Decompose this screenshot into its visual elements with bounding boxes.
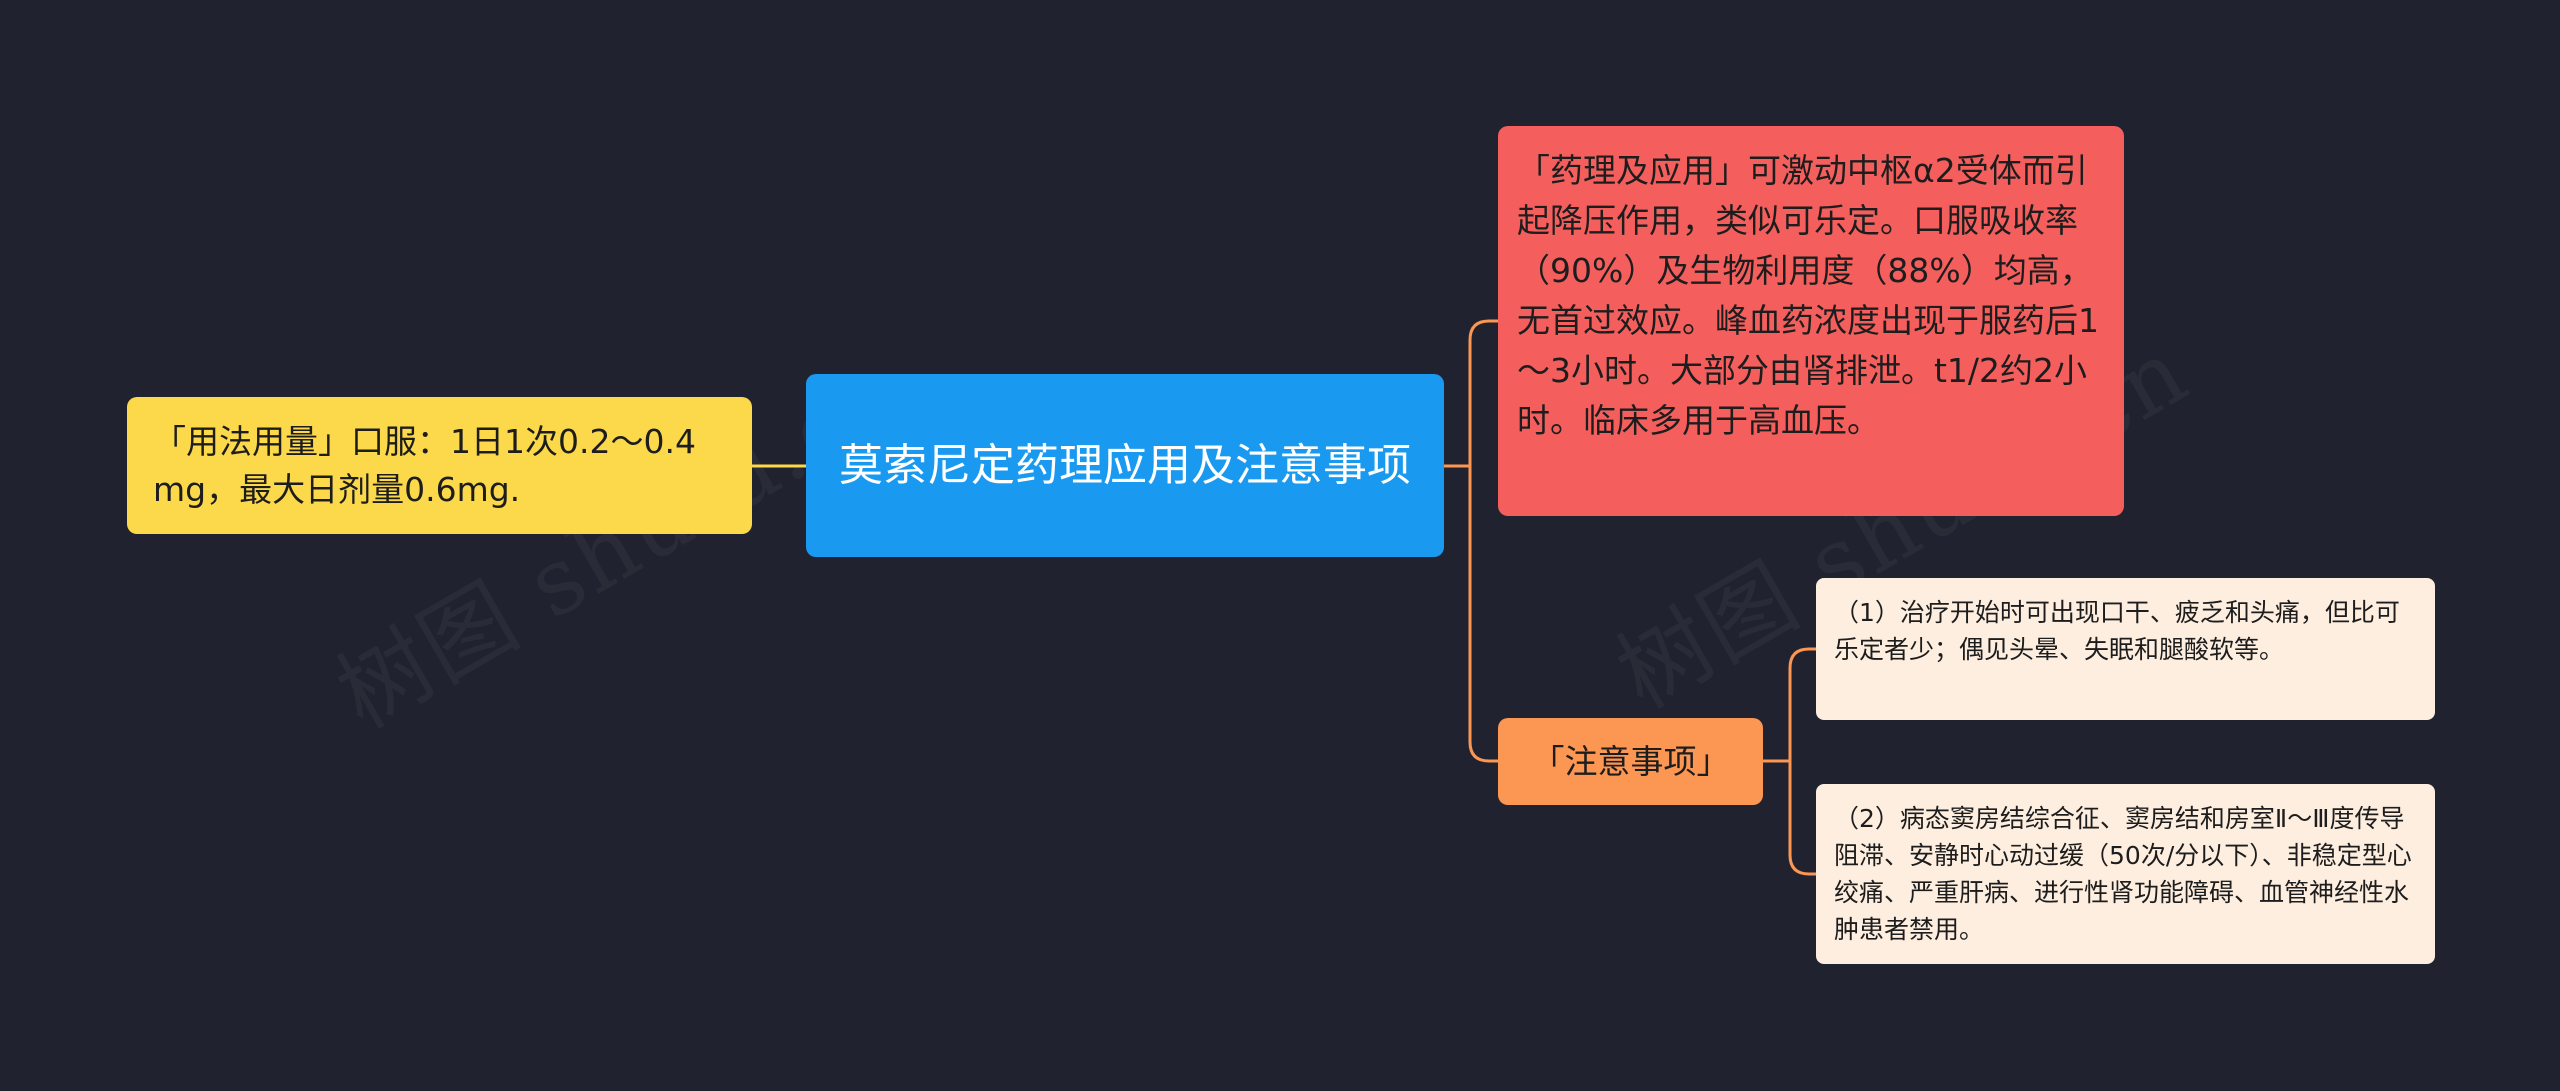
connector-to-pharmacology [1468, 319, 1498, 466]
dosage-topic-text: 「用法用量」口服：1日1次0.2～0.4mg，最大日剂量0.6mg. [153, 422, 696, 509]
precautions-topic[interactable]: 「注意事项」 [1498, 718, 1763, 805]
connector-to-leaf1 [1788, 647, 1816, 761]
precaution-item-2-text: （2）病态窦房结综合征、窦房结和房室Ⅱ～Ⅲ度传导阻滞、安静时心动过缓（50次/分… [1834, 804, 2412, 944]
pharmacology-topic-text: 「药理及应用」可激动中枢α2受体而引起降压作用，类似可乐定。口服吸收率（90%）… [1517, 151, 2099, 440]
precaution-item-2[interactable]: （2）病态窦房结综合征、窦房结和房室Ⅱ～Ⅲ度传导阻滞、安静时心动过缓（50次/分… [1816, 784, 2435, 964]
root-topic-text: 莫索尼定药理应用及注意事项 [839, 439, 1411, 491]
precaution-item-1[interactable]: （1）治疗开始时可出现口干、疲乏和头痛，但比可乐定者少；偶见头晕、失眠和腿酸软等… [1816, 578, 2435, 720]
dosage-topic[interactable]: 「用法用量」口服：1日1次0.2～0.4mg，最大日剂量0.6mg. [127, 397, 752, 534]
precautions-topic-text: 「注意事项」 [1531, 742, 1730, 781]
precaution-item-1-text: （1）治疗开始时可出现口干、疲乏和头痛，但比可乐定者少；偶见头晕、失眠和腿酸软等… [1834, 598, 2400, 664]
connector-to-precautions [1468, 466, 1498, 763]
root-topic[interactable]: 莫索尼定药理应用及注意事项 [806, 374, 1444, 557]
connector-to-leaf2 [1788, 761, 1816, 876]
pharmacology-topic[interactable]: 「药理及应用」可激动中枢α2受体而引起降压作用，类似可乐定。口服吸收率（90%）… [1498, 126, 2124, 516]
